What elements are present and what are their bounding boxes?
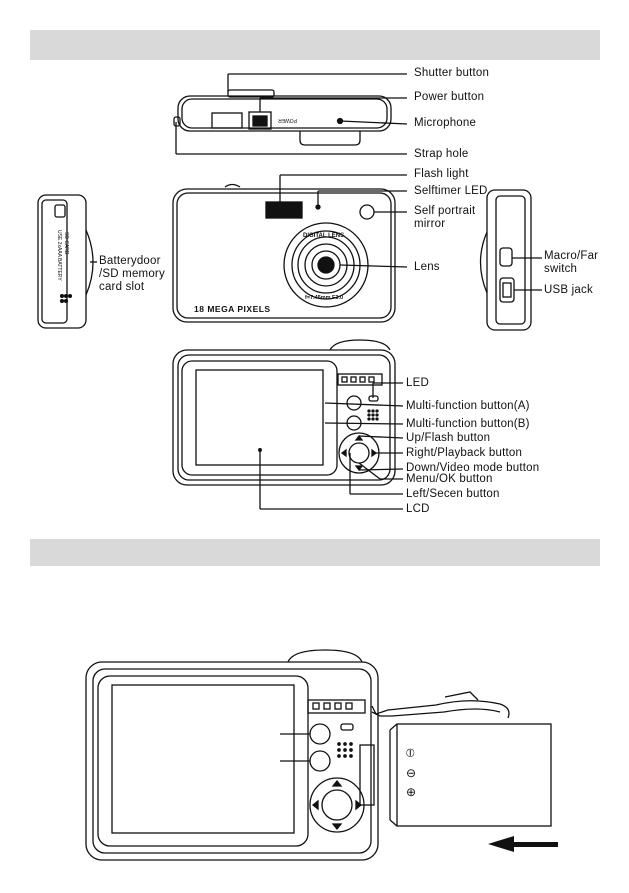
battery-door <box>371 691 510 719</box>
label-shutter-button: Shutter button <box>414 67 490 79</box>
label-flash-light: Flash light <box>414 168 469 180</box>
camera-back-view <box>172 339 396 486</box>
label-macro-line2: switch <box>544 263 578 275</box>
battery <box>389 723 552 827</box>
label-battery-line3: card slot <box>99 281 145 293</box>
label-usb-jack: USB jack <box>544 284 593 296</box>
battery-minus-symbol: ⊖ <box>406 766 417 780</box>
battery-top-symbol: ⦶ <box>406 746 415 760</box>
side-battery-print: USE 2xAAA BATTERY <box>56 230 62 281</box>
label-power-button: Power button <box>414 91 485 103</box>
side-sd-print: SD CARD <box>63 232 69 255</box>
label-menu-ok-button: Menu/OK button <box>406 473 493 485</box>
mega-pixels-print: 18 MEGA PIXELS <box>194 304 271 314</box>
label-multi-function-a: Multi-function button(A) <box>406 400 530 412</box>
label-battery-line2: /SD memory <box>99 268 165 280</box>
label-battery-line1: Batterydoor <box>99 255 161 267</box>
camera-left-side-view <box>37 194 94 329</box>
section-header-bar-1 <box>30 30 600 60</box>
section-header-bar-2 <box>30 539 600 566</box>
camera-front-view <box>172 183 396 323</box>
label-self-portrait-line2: mirror <box>414 218 446 230</box>
camera-right-side-view <box>479 189 532 331</box>
svg-text:POWER: POWER <box>278 117 297 123</box>
label-battery-door: Batterydoor /SD memory card slot <box>99 255 165 294</box>
label-self-portrait-mirror: Self portrait mirror <box>414 205 475 231</box>
label-selftimer-led: Selftimer LED <box>414 185 488 197</box>
label-up-flash-button: Up/Flash button <box>406 432 491 444</box>
label-lcd: LCD <box>406 503 430 515</box>
lens-spec-print: f=7.45mm F3.0 <box>305 295 343 301</box>
label-self-portrait-line1: Self portrait <box>414 205 476 217</box>
label-multi-function-b: Multi-function button(B) <box>406 418 530 430</box>
digital-lens-print: DIGITAL LENS <box>303 233 344 239</box>
label-led: LED <box>406 377 429 389</box>
label-left-scene-button: Left/Secen button <box>406 488 500 500</box>
label-macro-line1: Macro/Far <box>544 250 599 262</box>
label-right-playback-button: Right/Playback button <box>406 447 523 459</box>
label-strap-hole: Strap hole <box>414 148 469 160</box>
label-microphone: Microphone <box>414 117 477 129</box>
camera-top-view: POWER <box>173 89 392 146</box>
label-macro-far-switch: Macro/Far switch <box>544 250 598 276</box>
battery-plus-symbol: ⊕ <box>406 785 417 799</box>
camera-back-large-view <box>85 649 379 861</box>
insertion-arrow <box>488 836 558 852</box>
label-lens: Lens <box>414 261 440 273</box>
label-down-video-button: Down/Video mode button <box>406 462 540 474</box>
